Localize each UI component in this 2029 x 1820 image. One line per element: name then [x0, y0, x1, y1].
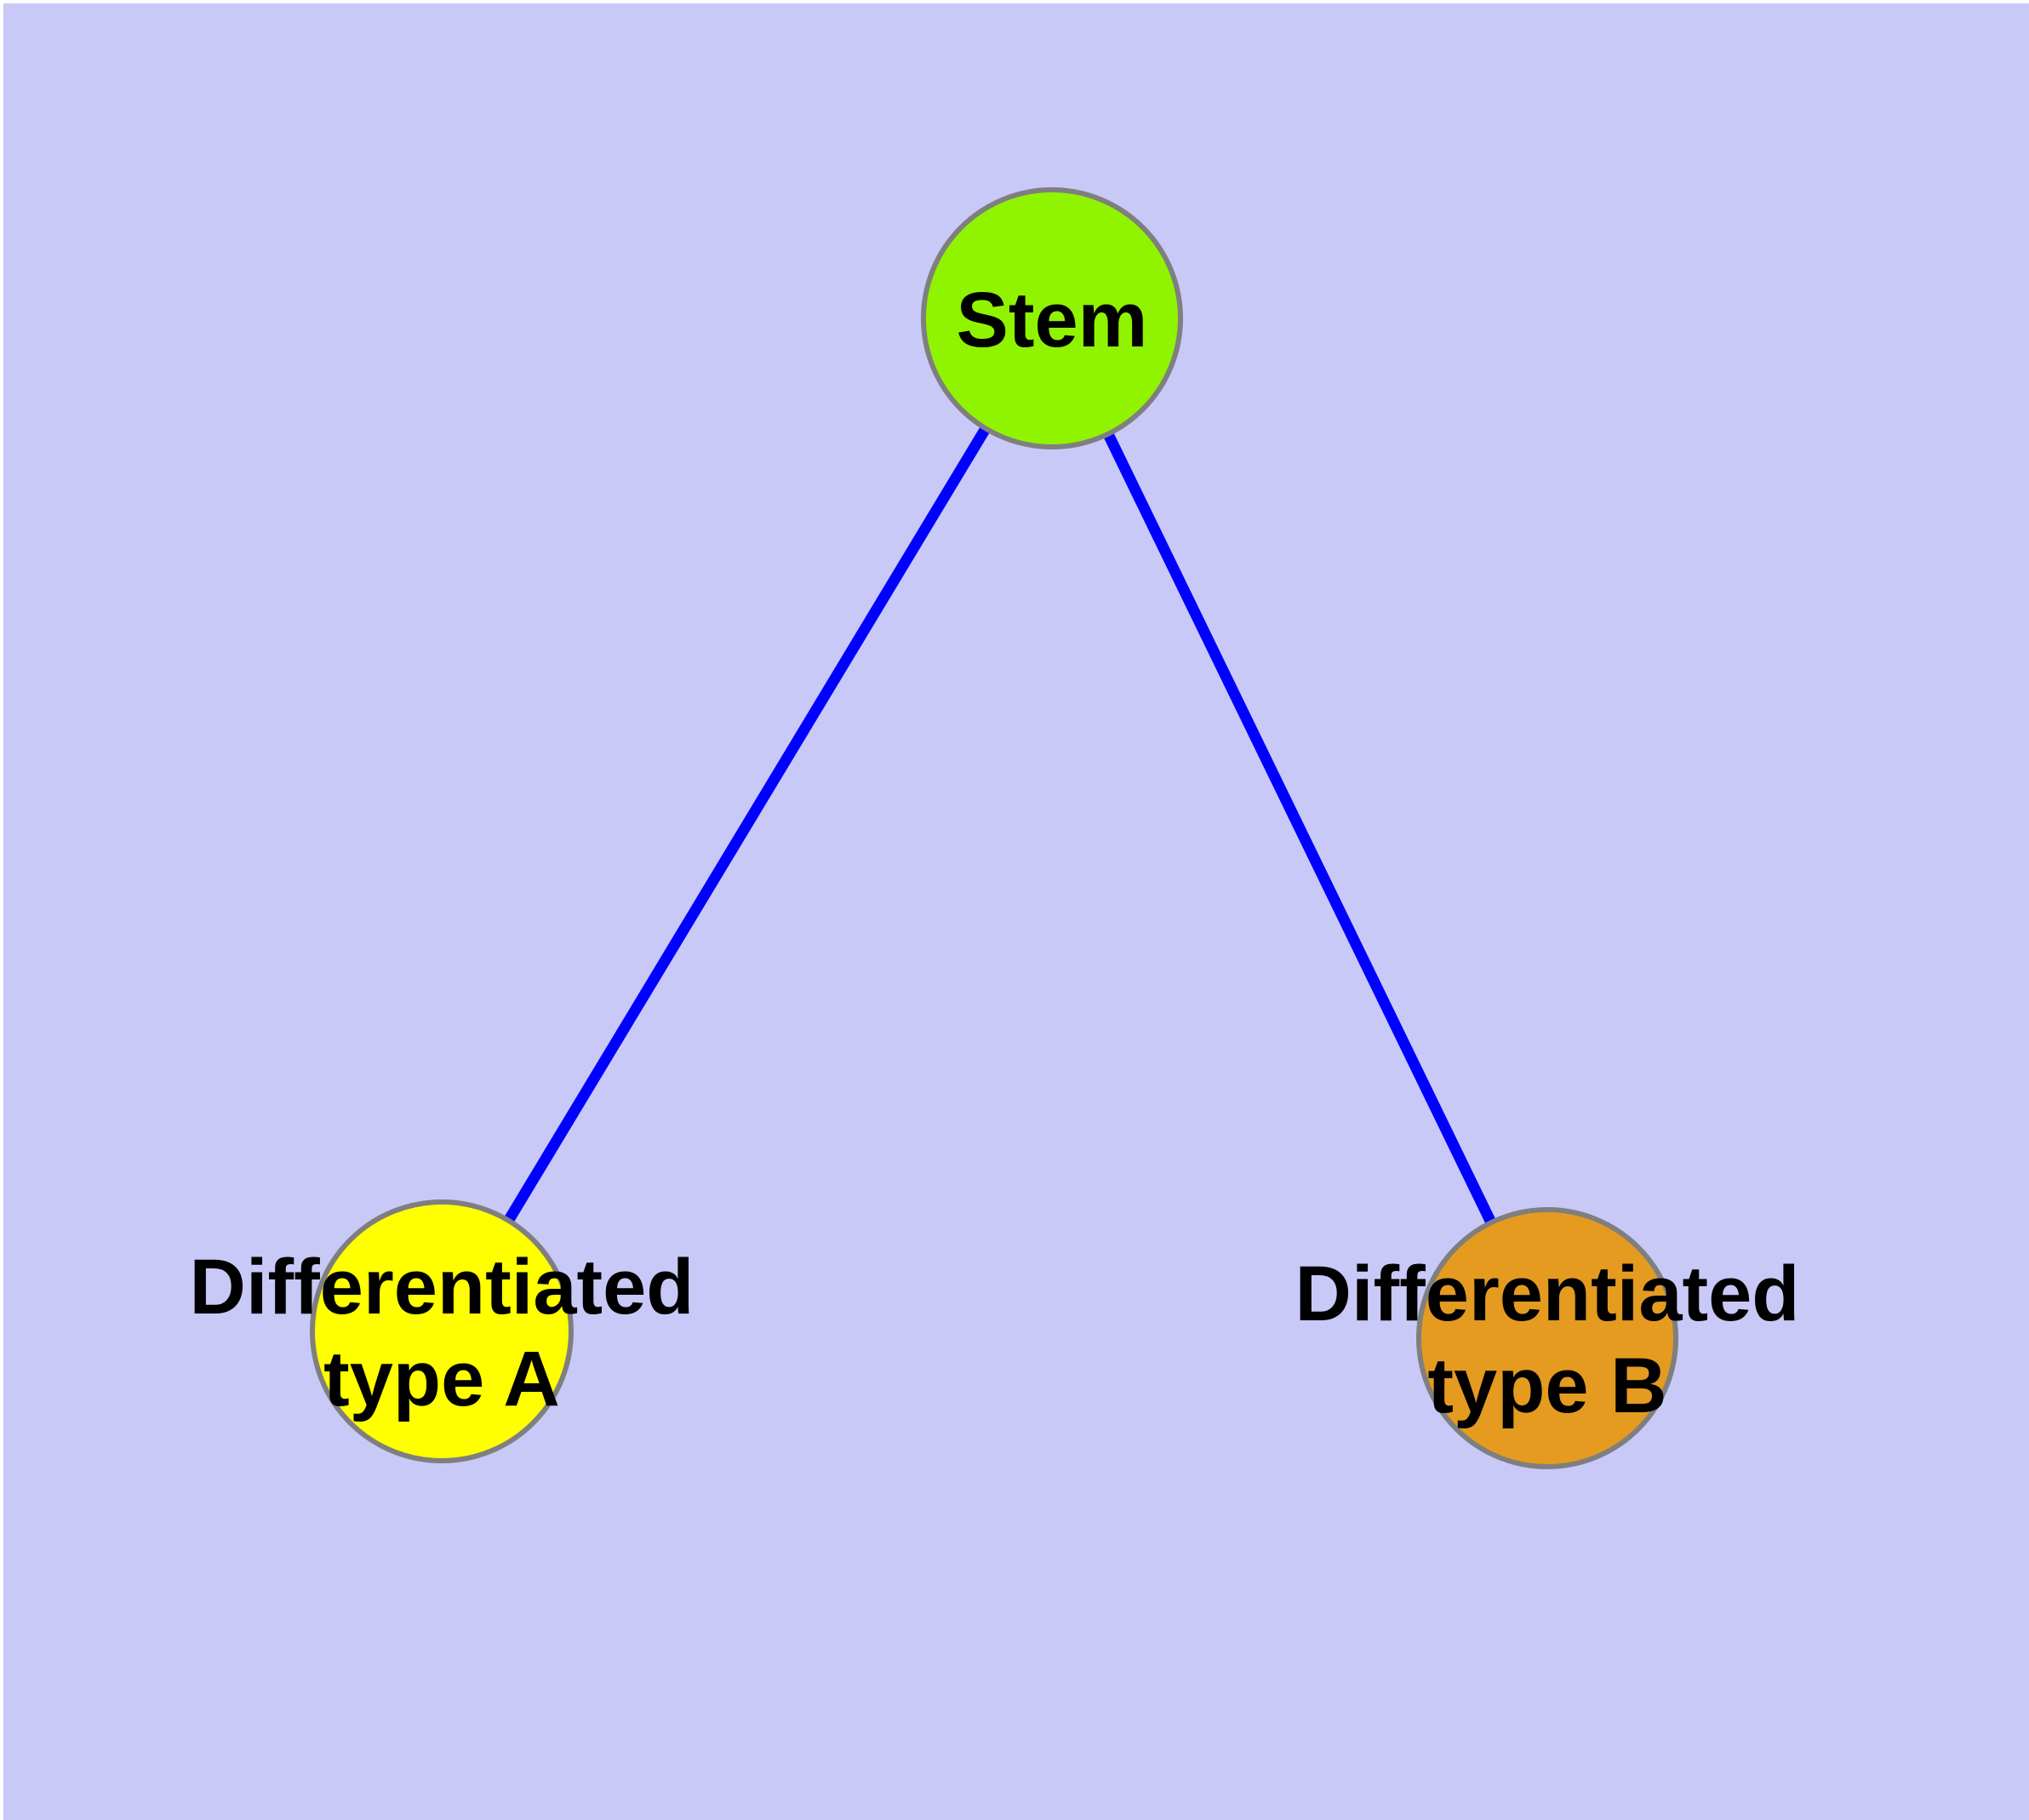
node-type-b-circle [1416, 1207, 1678, 1469]
edge-stem-to-type-a [437, 315, 1057, 1335]
node-type-b-label-line2: type B [1427, 1342, 1666, 1429]
edge-stem-to-type-b [1047, 316, 1552, 1341]
node-stem-label: Stem [957, 277, 1148, 363]
node-type-b-label-line1: Differentiated [1295, 1251, 1800, 1337]
node-type-a-label-line1: Differentiated [190, 1244, 694, 1331]
node-type-a-label-line2: type A [323, 1336, 560, 1422]
node-type-a-circle [310, 1199, 574, 1463]
node-stem-circle [921, 187, 1183, 449]
